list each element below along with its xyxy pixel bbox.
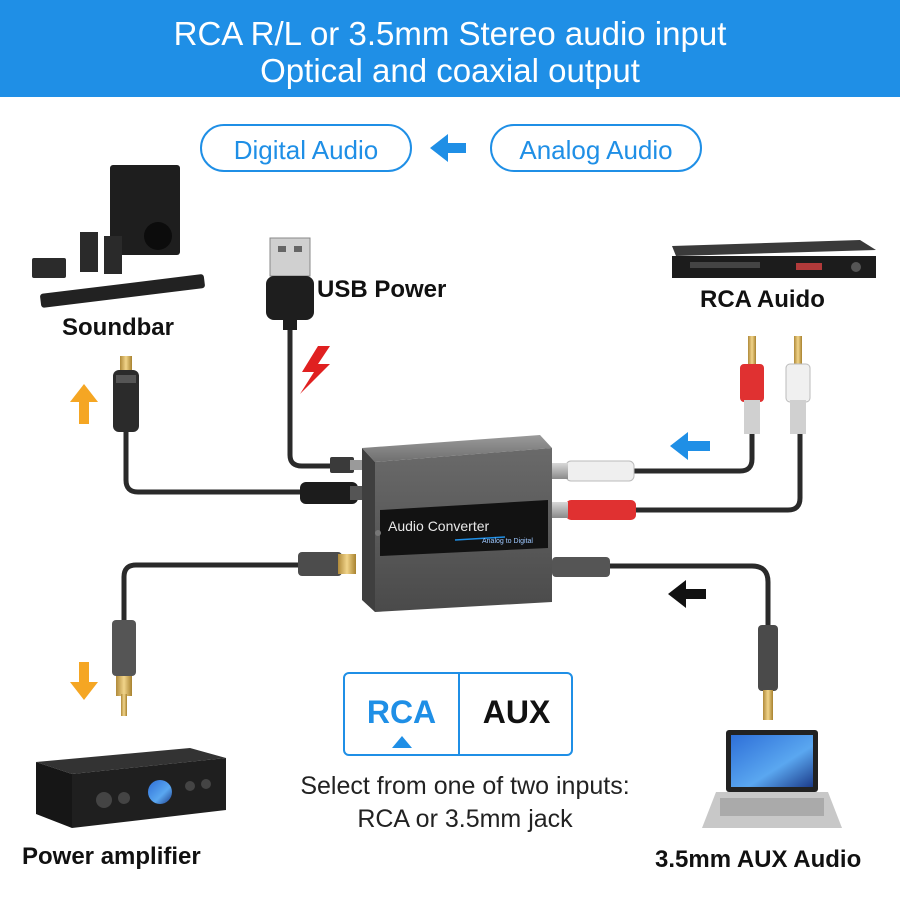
laptop-image xyxy=(702,730,842,828)
power-bolt-icon xyxy=(300,346,330,394)
arrow-up-icon xyxy=(70,384,98,424)
aux-input-plug xyxy=(552,557,610,577)
selector-divider xyxy=(458,674,460,754)
aux-option: AUX xyxy=(482,694,551,730)
rca-option: RCA xyxy=(366,694,437,730)
device-title: Audio Converter xyxy=(388,518,490,534)
usb-plug-icon xyxy=(266,237,314,330)
rca-cable-plugs xyxy=(740,336,811,434)
dvd-player-image xyxy=(672,240,876,278)
rca-white-plug xyxy=(552,460,635,482)
power-amplifier-label: Power amplifier xyxy=(22,843,201,870)
audio-converter-device xyxy=(362,435,552,612)
coax-cable-plug xyxy=(112,620,136,716)
aux-cable-plug xyxy=(758,625,778,720)
rca-audio-label: RCA Auido xyxy=(700,286,825,313)
selector-caption: Select from one of two inputs: RCA or 3.… xyxy=(250,770,680,836)
header-line-2: Optical and coaxial output xyxy=(260,52,640,89)
arrow-left-blue-icon xyxy=(670,432,710,460)
header-line-1: RCA R/L or 3.5mm Stereo audio input xyxy=(173,15,727,52)
device-subtitle: Analog to Digital xyxy=(482,538,533,545)
soundbar-label: Soundbar xyxy=(62,314,174,341)
arrow-left-black-icon xyxy=(668,580,706,608)
usb-micro-plug xyxy=(330,457,362,473)
flow-arrow-icon xyxy=(430,134,466,162)
aux-audio-label: 3.5mm AUX Audio xyxy=(655,846,862,873)
cables xyxy=(121,317,803,628)
analog-audio-pill: Analog Audio xyxy=(490,124,702,172)
usb-power-label: USB Power xyxy=(317,276,447,303)
rca-red-plug xyxy=(552,500,636,520)
amplifier-image xyxy=(36,748,226,828)
header-banner: RCA R/L or 3.5mm Stereo audio input Opti… xyxy=(0,0,900,97)
selected-indicator-icon xyxy=(392,736,412,748)
coax-output-plug xyxy=(298,552,356,576)
arrow-down-icon xyxy=(70,662,98,700)
soundbar-image xyxy=(32,165,205,308)
caption-line-1: Select from one of two inputs: xyxy=(300,772,630,800)
optical-plug xyxy=(300,482,362,504)
caption-line-2: RCA or 3.5mm jack xyxy=(357,805,573,833)
digital-audio-pill: Digital Audio xyxy=(200,124,412,172)
optical-cable-plug xyxy=(113,356,139,432)
input-selector: RCA AUX xyxy=(343,672,573,756)
